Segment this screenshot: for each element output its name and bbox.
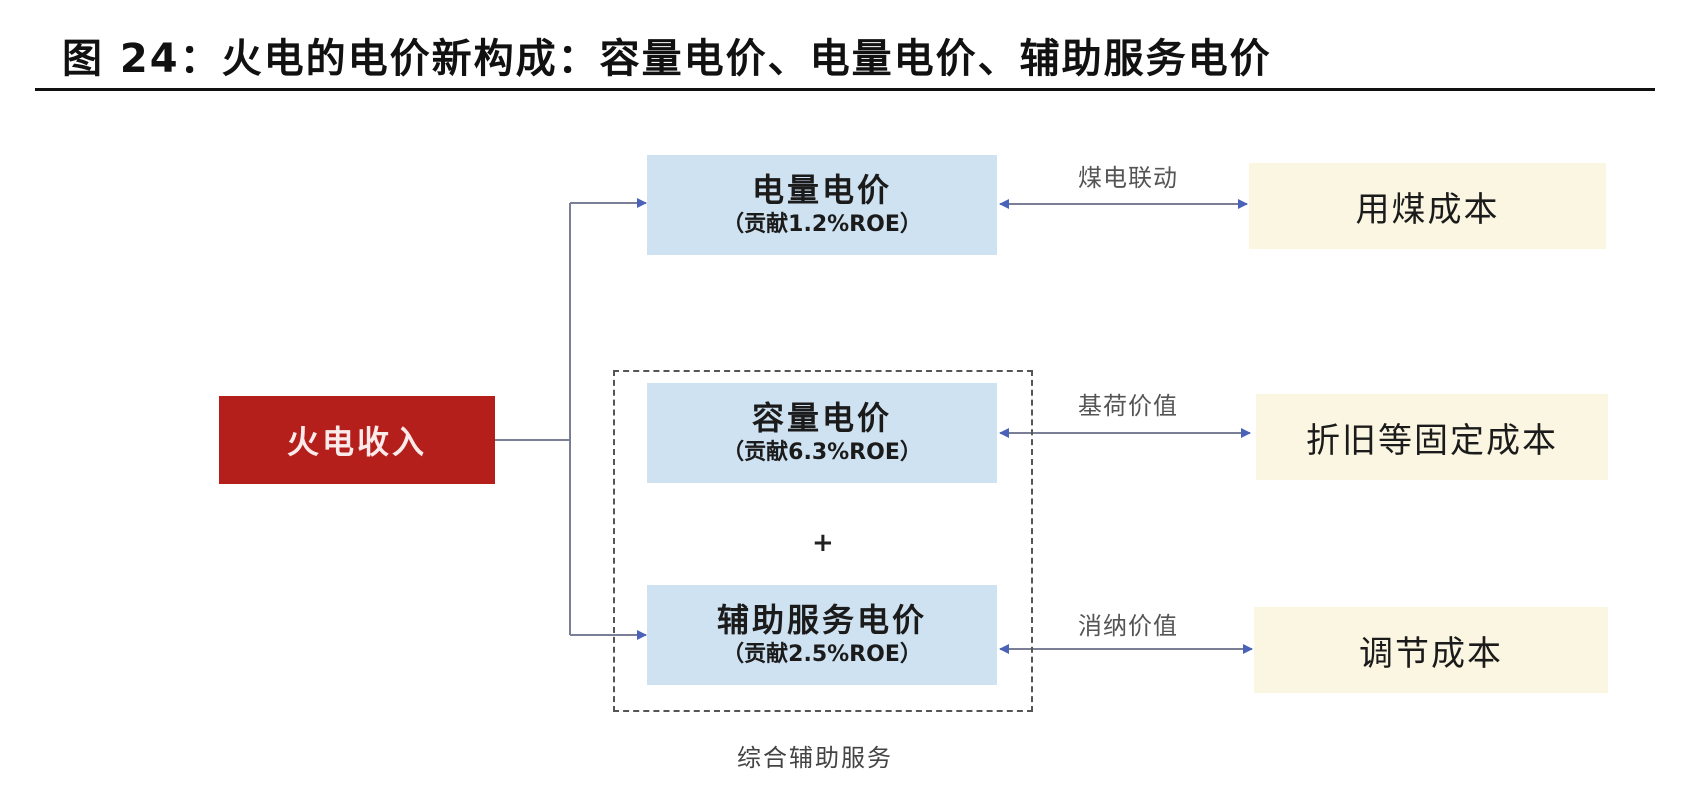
price-node-contribution: （贡献6.3%ROE） [722,440,922,465]
price-node-ancillary: 辅助服务电价 （贡献2.5%ROE） [647,585,997,685]
comprehensive-ancillary-group [613,370,1033,712]
cost-node-label: 折旧等固定成本 [1306,420,1558,461]
source-node-label: 火电收入 [286,423,427,461]
link-label-coal-linkage: 煤电联动 [1078,164,1178,192]
link-label-baseload-value: 基荷价值 [1078,392,1178,420]
price-node-contribution: （贡献1.2%ROE） [722,212,922,237]
plus-symbol: + [812,528,834,558]
cost-node-fixed: 折旧等固定成本 [1256,394,1608,480]
price-node-label: 容量电价 [751,399,892,437]
price-node-capacity: 容量电价 （贡献6.3%ROE） [647,383,997,483]
title-underline [35,88,1655,91]
cost-node-regulation: 调节成本 [1254,607,1608,693]
source-node-thermal-revenue: 火电收入 [219,396,495,484]
price-node-label: 辅助服务电价 [716,601,927,639]
figure-title: 图 24：火电的电价新构成：容量电价、电量电价、辅助服务电价 [62,36,1272,82]
cost-node-label: 用煤成本 [1355,189,1500,230]
cost-node-coal: 用煤成本 [1249,163,1606,249]
price-node-energy: 电量电价 （贡献1.2%ROE） [647,155,997,255]
cost-node-label: 调节成本 [1359,633,1503,674]
group-label: 综合辅助服务 [737,744,893,772]
link-label-absorption-value: 消纳价值 [1078,612,1178,640]
price-node-contribution: （贡献2.5%ROE） [722,642,922,667]
price-node-label: 电量电价 [751,171,892,209]
